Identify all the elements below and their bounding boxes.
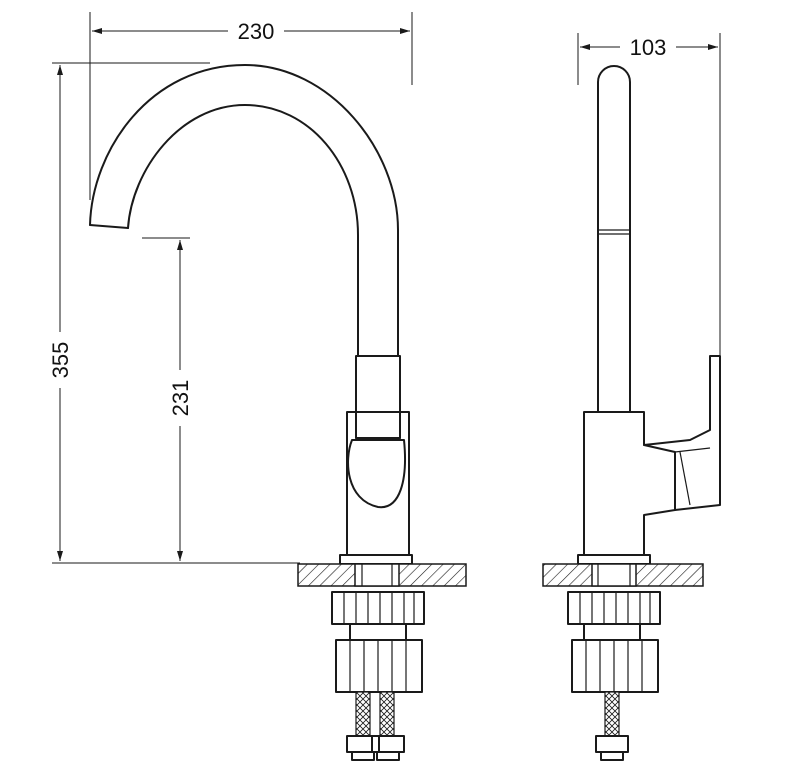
front-view [90,65,466,760]
front-spout-tip [90,225,128,228]
front-spout-outer [90,65,398,356]
front-spout-inner [128,105,358,356]
side-body [584,412,675,555]
front-base-flange [340,555,412,564]
front-lower-nut [336,640,422,692]
front-hose-fitting-right [372,736,404,760]
front-handle [348,440,405,507]
side-hose-fitting [596,736,628,760]
side-mount-nut [568,592,660,624]
side-hose [605,692,619,736]
dimension-355: 355 [46,63,300,563]
side-handle [644,356,720,510]
side-spout-pipe [598,66,630,412]
front-nut-ribs [344,592,414,624]
side-washer [584,624,640,640]
side-lower-nut [572,640,658,692]
side-base-flange [578,555,650,564]
front-hose-left [356,692,370,736]
front-hose-right [380,692,394,736]
front-washer [350,624,406,640]
dimension-231: 231 [142,238,194,561]
front-mount-nut [332,592,424,624]
front-upper-body [356,356,400,438]
dimension-label-230: 230 [238,19,275,44]
front-hose-fitting-left [347,736,379,760]
dimension-label-231: 231 [168,380,193,417]
dimension-label-103: 103 [630,35,667,60]
dimension-label-355: 355 [48,342,73,379]
side-view [543,66,720,760]
